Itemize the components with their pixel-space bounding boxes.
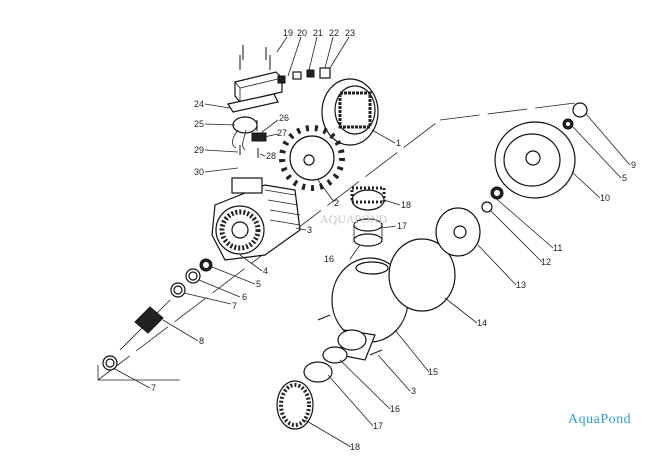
part-label: 1 [396,138,401,148]
motor-housing-part [211,177,301,261]
part-label: 16 [324,254,334,264]
part-label: 26 [279,113,289,123]
screws-part [239,45,271,70]
part-label: 14 [477,318,487,328]
impeller-parts-upper [350,186,386,247]
part-label: 6 [242,292,247,302]
fan-part [279,125,345,191]
part-label: 15 [428,367,438,377]
capacitor-part [232,116,267,158]
part-label: 13 [516,280,526,290]
part-label: 18 [401,200,411,210]
terminal-box-part [227,67,331,113]
rotor-part [119,299,171,351]
part-label: 22 [329,28,339,38]
impeller-parts-lower [276,346,348,430]
part-number-labels: 19 20 21 22 23 24 25 26 27 28 29 30 1 2 … [151,28,636,452]
part-label: 10 [600,193,610,203]
part-label: 27 [277,128,287,138]
part-label: 5 [256,279,261,289]
part-label: 9 [631,160,636,170]
part-label: 23 [345,28,355,38]
part-label: 3 [411,386,416,396]
part-label: 20 [297,28,307,38]
axis-bracket-line [97,365,180,381]
part-label: 2 [334,198,339,208]
part-label: 7 [151,383,156,393]
part-label: 30 [194,167,204,177]
part-label: 21 [313,28,323,38]
o-ring-impeller-part [388,186,504,312]
part-label: 4 [263,266,268,276]
part-label: 3 [307,225,312,235]
part-label: 17 [397,221,407,231]
leader-lines [112,36,631,448]
part-label: 24 [194,99,204,109]
part-label: 19 [283,28,293,38]
part-label: 29 [194,145,204,155]
brand-logo: AquaPond [568,412,632,427]
part-label: 17 [373,421,383,431]
part-label: 5 [622,173,627,183]
part-label: 7 [232,301,237,311]
part-label: 12 [541,257,551,267]
part-label: 28 [266,151,276,161]
pump-cover-part [494,102,588,199]
part-label: 25 [194,119,204,129]
part-label: 11 [553,243,562,253]
part-label: 8 [199,336,204,346]
watermark: AQUAPOND [320,212,388,226]
part-label: 16 [390,404,400,414]
bearing-washers-part [102,258,213,371]
fan-cover-part [321,78,379,146]
part-label: 18 [350,442,360,452]
